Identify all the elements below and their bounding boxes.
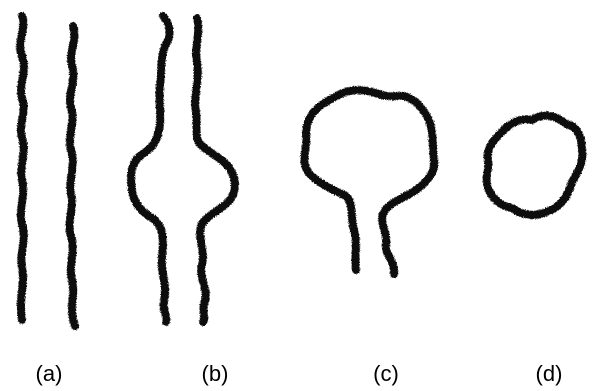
panel-c-label: (c) (373, 361, 399, 386)
panel-d-vesicle-outline (482, 111, 587, 219)
panel-d-label: (d) (536, 361, 563, 386)
panel-a-diagram (16, 12, 79, 330)
panel-a-right-strand (65, 22, 79, 330)
panel-c-bulb-outline (300, 86, 439, 278)
panel-d-diagram (482, 111, 587, 219)
panel-a-label: (a) (36, 361, 63, 386)
panel-c-diagram (300, 86, 439, 278)
panel-a-left-strand (16, 12, 28, 324)
panel-b-diagram (127, 12, 239, 326)
panel-b-right-strand (191, 14, 239, 326)
panel-b-left-strand (127, 12, 174, 326)
panel-b-label: (b) (202, 361, 229, 386)
